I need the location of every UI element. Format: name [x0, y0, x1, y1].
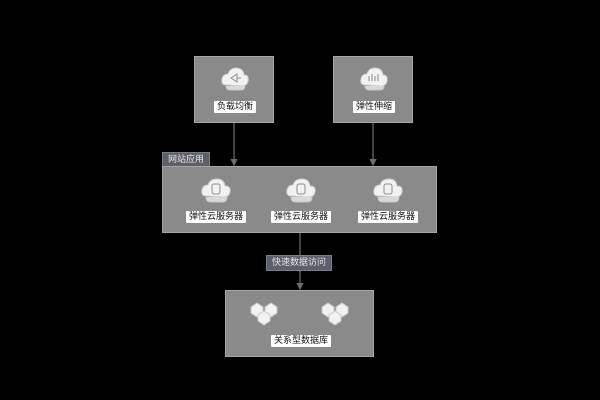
cloud-server-icon — [286, 178, 316, 203]
load-balancer-label: 负载均衡 — [213, 101, 257, 113]
database-icon — [250, 302, 278, 326]
load-balancer-node[interactable]: 负载均衡 — [194, 56, 274, 123]
ecs-label-3: 弹性云服务器 — [357, 211, 419, 223]
database-node[interactable]: 关系型数据库 — [225, 290, 374, 357]
cloud-server-icon — [201, 178, 231, 203]
auto-scaling-node[interactable]: 弹性伸缩 — [333, 56, 413, 123]
database-label: 关系型数据库 — [270, 335, 332, 347]
load-balancer-icon — [221, 67, 249, 91]
auto-scaling-icon — [360, 67, 388, 91]
database-icon — [321, 302, 349, 326]
fast-access-tag: 快速数据访问 — [266, 255, 333, 271]
cloud-server-icon — [373, 178, 403, 203]
ecs-label-2: 弹性云服务器 — [270, 211, 332, 223]
ecs-label-1: 弹性云服务器 — [185, 211, 247, 223]
auto-scaling-label: 弹性伸缩 — [352, 101, 396, 113]
website-group[interactable]: 弹性云服务器 弹性云服务器 弹性云服务器 — [162, 166, 437, 233]
